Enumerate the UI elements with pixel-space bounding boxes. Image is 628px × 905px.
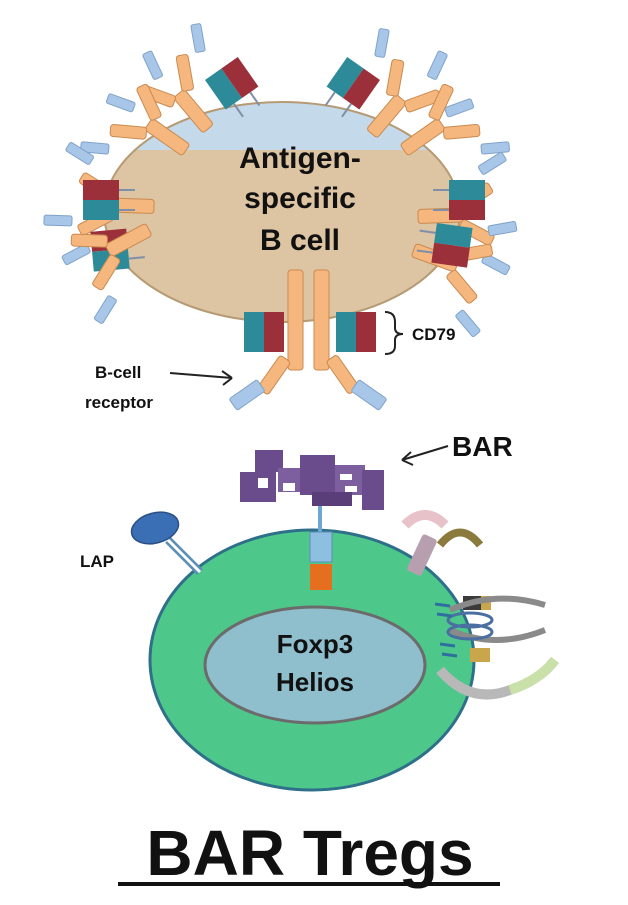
nucleus-label-line2: Helios [276,667,354,697]
treg-nucleus [203,605,427,725]
bar-arrow [401,445,449,466]
bar-label: BAR [452,431,513,462]
b-cell-label-line2: specific [244,182,356,215]
b-cell-label-line3: B cell [260,224,340,257]
cd79-brace [384,311,404,355]
bar-molecule [240,450,384,510]
nucleus-label-line1: Foxp3 [277,629,354,659]
bcr-arrow [169,370,233,386]
bcr-label-line1: B-cell [95,363,141,382]
lap-label: LAP [80,552,114,571]
lap-molecule [130,511,203,575]
footer-title: BAR Tregs [146,817,473,889]
cd79-label: CD79 [412,325,455,344]
car-receptor [309,506,333,590]
b-cell-label-line1: Antigen- [239,142,361,175]
treg-surface-molecules [401,510,559,700]
b-cell-receptor-bottom [229,269,387,411]
bcr-label-line2: receptor [85,393,153,412]
